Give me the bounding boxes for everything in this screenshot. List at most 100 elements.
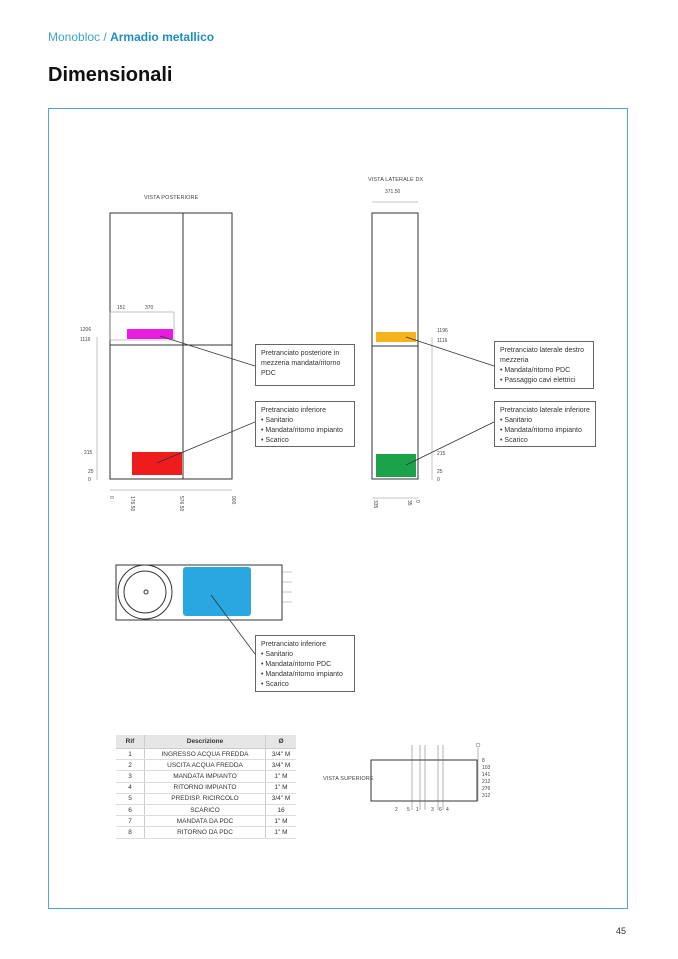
rear-dim-bottom-4: 900 [230,496,236,505]
superior-bottom-label: 2 [395,807,398,813]
callout-item: Mandata/ritorno impianto [500,426,590,436]
rear-dim-left-1: 1206 [80,327,92,333]
rear-view-dim-box [109,311,175,341]
callout-item: Mandata/ritorno impianto [261,426,349,436]
cell-description: RITORNO IMPIANTO [144,782,266,794]
callout-item: Scarico [261,680,349,690]
cell-rif: 6 [116,804,145,817]
callout-title: Pretranciato inferiore [261,407,326,414]
rear-middle-knockout [127,329,173,339]
drawing-frame [48,108,628,909]
side-dim-bottom-1: 335 [372,500,378,509]
table-header-row: Rif Descrizione Ø [116,735,296,749]
cell-rif: 7 [116,815,145,828]
header-diameter: Ø [265,735,296,749]
callout-top-bottom: Pretranciato inferiore Sanitario Mandata… [255,635,355,692]
cell-description: USCITA ACQUA FREDDA [144,759,266,772]
rear-view-cabinet [109,212,233,480]
side-dim-bottom-2: 35 [406,500,412,506]
callout-item: Mandata/ritorno impianto [261,670,349,680]
top-view-tank-outer [117,564,173,620]
superior-bottom-label: 4 [446,807,449,813]
callout-item: Mandata/ritorno PDC [261,660,349,670]
breadcrumb-parent[interactable]: Monobloc [48,30,101,44]
cell-description: PREDISP. RICIRCOLO [144,793,266,805]
cell-description: SCARICO [144,804,266,817]
superior-right-label: 141 [482,772,491,778]
page-title: Dimensionali [48,64,173,86]
top-view-tank-center [143,589,149,595]
callout-item: Mandata/ritorno PDC [500,366,588,376]
callout-item: Scarico [261,436,349,446]
breadcrumb: Monobloc / Armadio metallico [48,30,214,44]
superior-right-label: 8 [482,758,485,764]
cell-diameter: 1" M [265,782,296,794]
superior-right-label: 276 [482,786,491,792]
callout-rear-middle: Pretranciato posteriore in mezzeria mand… [255,344,355,386]
rear-dim-left-4: 25 [88,469,94,475]
header-rif: Rif [116,735,145,749]
top-view-cabinet [115,564,283,621]
side-dim-right-2: 1116 [437,338,448,344]
superior-bottom-label: 5 [407,807,410,813]
superior-right-label: 212 [482,779,491,785]
callout-side-middle: Pretranciato laterale destro mezzeria Ma… [494,341,594,389]
side-dim-right-5: 0 [437,477,440,483]
cell-diameter: 1" M [265,815,296,828]
callout-title: Pretranciato laterale destro mezzeria [500,347,585,364]
cell-rif: 1 [116,748,145,761]
cell-rif: 2 [116,759,145,772]
cell-diameter: 3/4" M [265,793,296,805]
cell-description: INGRESSO ACQUA FREDDA [144,748,266,761]
side-dim-right-1: 1196 [437,328,448,334]
cell-rif: 8 [116,826,145,839]
superior-right-label: 103 [482,765,491,771]
cell-rif: 3 [116,770,145,783]
superior-right-label: 312 [482,793,491,799]
top-bottom-knockout [183,567,251,616]
rear-dim-left-2: 1116 [80,337,91,343]
callout-item: Sanitario [500,416,590,426]
superior-bottom-label: 6 [439,807,442,813]
rear-view-label: VISTA POSTERIORE [144,195,199,201]
rear-dim-bottom-3: 576.50 [178,496,184,512]
rear-dim-bottom-1: 0 [108,496,114,499]
cell-diameter: 3/4" M [265,759,296,772]
cell-diameter: 16 [265,804,296,817]
superior-view-label: VISTA SUPERIORE [323,776,374,782]
cell-diameter: 1" M [265,770,296,783]
superior-bottom-label: 3 [431,807,434,813]
rear-dim-left-5: 0 [88,477,91,483]
side-middle-knockout [376,332,416,342]
callout-side-bottom: Pretranciato laterale inferiore Sanitari… [494,401,596,447]
cell-description: RITORNO DA PDC [144,826,266,839]
cell-diameter: 1" M [265,826,296,839]
superior-bottom-label: 1 [416,807,419,813]
cell-diameter: 3/4" M [265,748,296,761]
callout-item: Sanitario [261,416,349,426]
breadcrumb-separator: / [103,30,107,44]
cell-description: MANDATA DA PDC [144,815,266,828]
side-dim-bottom-3: 0 [414,500,420,503]
callout-rear-bottom: Pretranciato inferiore Sanitario Mandata… [255,401,355,447]
callout-title: Pretranciato inferiore [261,641,326,648]
rear-dim-top-2: 370 [145,305,154,311]
side-dim-right-4: 25 [437,469,443,475]
callout-title: Pretranciato laterale inferiore [500,407,590,414]
side-dim-right-3: 215 [437,451,446,457]
cell-description: MANDATA IMPIANTO [144,770,266,783]
rear-dim-bottom-2: 176.50 [129,496,135,512]
side-view-label: VISTA LATERALE DX [368,177,424,183]
callout-title: Pretranciato posteriore in mezzeria mand… [261,350,341,377]
page-number: 45 [616,926,627,936]
cell-rif: 5 [116,793,145,805]
rear-dim-top-1: 151 [117,305,126,311]
